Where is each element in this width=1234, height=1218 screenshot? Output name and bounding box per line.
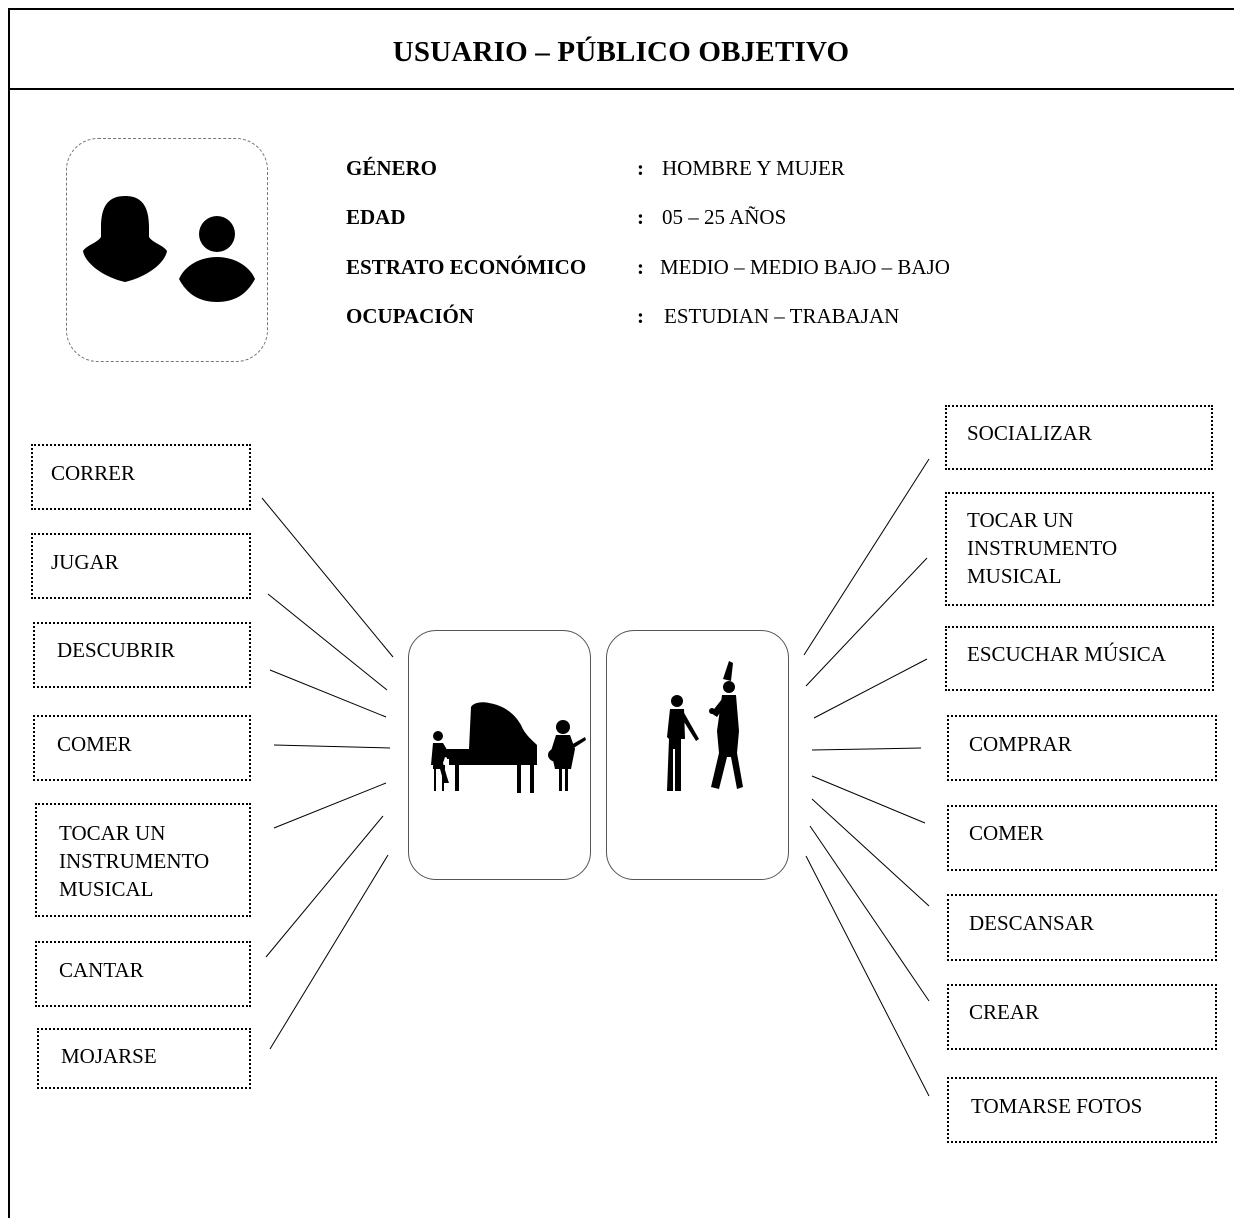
activity-label: JUGAR (51, 550, 119, 574)
profile-colon: : (637, 156, 644, 180)
activity-label: MUSICAL (59, 877, 154, 901)
left-activity-box: DESCUBRIR (33, 622, 251, 688)
activity-label: MOJARSE (61, 1044, 157, 1068)
profile-label: GÉNERO (346, 156, 438, 180)
right-activity-box: DESCANSAR (947, 894, 1217, 961)
left-activity-box: COMER (33, 715, 251, 781)
connector-line (809, 825, 930, 1002)
profile-colon: : (637, 304, 644, 328)
connector-line (269, 669, 387, 718)
activity-label: INSTRUMENTO (59, 849, 210, 873)
right-activity-box: SOCIALIZAR (945, 405, 1213, 470)
profile-label: EDAD (346, 205, 406, 229)
connector-line (261, 497, 394, 658)
activity-label: COMER (57, 732, 132, 756)
right-activity-box: COMPRAR (947, 715, 1217, 781)
right-activity-box: ESCUCHAR MÚSICA (945, 626, 1214, 691)
activity-label: DESCANSAR (969, 911, 1094, 935)
activity-label: TOMARSE FOTOS (971, 1094, 1143, 1118)
right-activity-box: TOCAR UN INSTRUMENTO MUSICAL (945, 492, 1214, 606)
connector-line (813, 658, 928, 719)
left-activity-box: MOJARSE (37, 1028, 251, 1089)
connector-line (803, 458, 930, 656)
activity-label: CANTAR (59, 958, 144, 982)
activity-label: MUSICAL (967, 564, 1062, 588)
connector-line (269, 854, 389, 1050)
activity-label: COMER (969, 821, 1044, 845)
connector-line (267, 593, 388, 691)
profile-value: 05 – 25 AÑOS (662, 205, 787, 229)
left-activity-box: TOCAR UN INSTRUMENTO MUSICAL (35, 803, 251, 917)
female-and-male-user-icon (83, 196, 255, 302)
profile-label: OCUPACIÓN (346, 304, 474, 328)
profile-colon: : (637, 205, 644, 229)
title-bar: USUARIO – PÚBLICO OBJETIVO (8, 8, 1234, 90)
activity-label: ESCUCHAR MÚSICA (967, 642, 1166, 666)
activity-label: DESCUBRIR (57, 638, 175, 662)
profile-label: ESTRATO ECONÓMICO (346, 255, 587, 279)
page-title: USUARIO – PÚBLICO OBJETIVO (392, 36, 850, 68)
activity-label: CREAR (969, 1000, 1040, 1024)
music-card-performers (606, 630, 789, 880)
flutist-and-singer-icon (667, 661, 743, 791)
profile-value: HOMBRE Y MUJER (662, 156, 845, 180)
activity-label: COMPRAR (969, 732, 1072, 756)
activity-label: SOCIALIZAR (967, 421, 1092, 445)
user-avatar-box (66, 138, 268, 362)
page-frame (8, 8, 1234, 1218)
right-activity-box: CREAR (947, 984, 1217, 1050)
connector-line (805, 855, 930, 1097)
left-activity-box: JUGAR (31, 533, 251, 599)
profile-value: MEDIO – MEDIO BAJO – BAJO (660, 255, 950, 279)
music-card-children (408, 630, 591, 880)
connector-line (265, 815, 384, 958)
right-activity-box: COMER (947, 805, 1217, 871)
connector-line (811, 747, 922, 751)
connector-line (805, 557, 928, 687)
profile-colon: : (637, 255, 644, 279)
connector-line (811, 798, 930, 907)
profile-value: ESTUDIAN – TRABAJAN (664, 304, 900, 328)
activity-label: INSTRUMENTO (967, 536, 1118, 560)
left-activity-box: CANTAR (35, 941, 251, 1007)
connector-line (811, 775, 926, 824)
connector-line (273, 744, 391, 749)
activity-label: CORRER (51, 461, 136, 485)
activity-label: TOCAR UN (59, 821, 166, 845)
left-activity-box: CORRER (31, 444, 251, 510)
piano-and-guitar-children-icon (431, 702, 586, 793)
connector-line (273, 782, 387, 829)
right-activity-box: TOMARSE FOTOS (947, 1077, 1217, 1143)
activity-label: TOCAR UN (967, 508, 1074, 532)
